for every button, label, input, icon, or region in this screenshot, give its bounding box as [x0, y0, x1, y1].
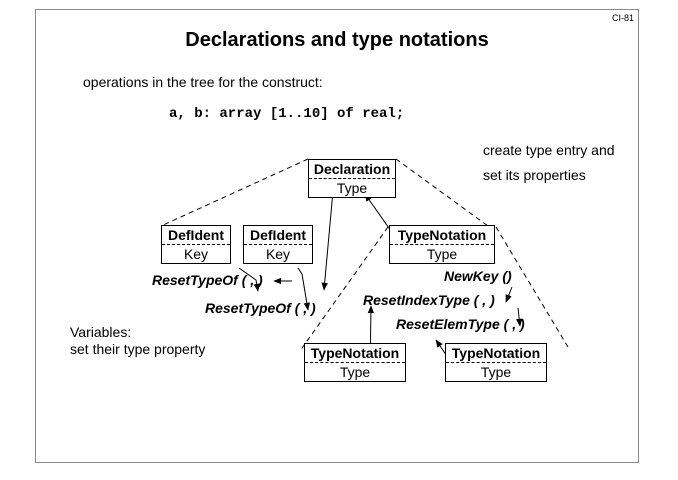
intro-text: operations in the tree for the construct… — [83, 74, 323, 90]
edge-typenot-left — [299, 226, 389, 352]
node-attribute: Type — [339, 364, 371, 380]
op-reset-index-type: ResetIndexType ( , ) — [363, 292, 495, 308]
arrow-newkey-to-resetindex — [505, 286, 513, 303]
node-name: DefIdent — [162, 226, 230, 245]
note-line: Variables: — [70, 324, 132, 340]
note-line: set their type property — [70, 341, 206, 357]
arrow-key-to-reset1 — [238, 267, 260, 292]
op-reset-type-of-1: ResetTypeOf ( , ) — [152, 272, 263, 288]
slide: CI-81 Declarations and type notations op… — [35, 9, 639, 463]
node-attribute: Type — [480, 364, 512, 380]
tree-edges — [160, 158, 569, 376]
node-name: Declaration — [309, 160, 395, 179]
note-line: create type entry and — [483, 142, 615, 158]
op-reset-elem-type: ResetElemType ( , ) — [396, 316, 525, 332]
arrow-resetindex-to-resetelem — [516, 307, 523, 327]
node-typenotation-elem: TypeNotation Type — [445, 343, 547, 382]
node-attribute: Type — [426, 246, 458, 262]
slide-number: CI-81 — [611, 13, 634, 23]
op-reset-type-of-2: ResetTypeOf ( , ) — [205, 300, 316, 316]
node-name: TypeNotation — [446, 344, 546, 363]
slide-title: Declarations and type notations — [185, 29, 489, 51]
arrow-decltype-to-reset1 — [321, 190, 334, 291]
op-new-key: NewKey () — [444, 268, 512, 284]
node-defident-a: DefIdent Key — [161, 225, 231, 264]
node-attribute: Type — [336, 180, 368, 196]
node-name: DefIdent — [244, 226, 312, 245]
note-line: set its properties — [483, 167, 586, 183]
code-construct: a, b: array [1..10] of real; — [169, 106, 405, 122]
note-create-type-entry: create type entry and set its properties — [483, 138, 615, 188]
node-declaration: Declaration Type — [308, 159, 396, 198]
node-attribute: Key — [265, 246, 291, 262]
node-defident-b: DefIdent Key — [243, 225, 313, 264]
node-typenotation-array: TypeNotation Type — [389, 225, 495, 264]
note-variables: Variables: set their type property — [70, 324, 205, 358]
edge-decl-right — [395, 158, 489, 227]
arrow-key-to-reset2 — [297, 267, 310, 311]
node-name: TypeNotation — [305, 344, 405, 363]
node-attribute: Key — [183, 246, 209, 262]
node-typenotation-index: TypeNotation Type — [304, 343, 406, 382]
node-name: TypeNotation — [390, 226, 494, 245]
edge-decl-left — [160, 158, 309, 227]
